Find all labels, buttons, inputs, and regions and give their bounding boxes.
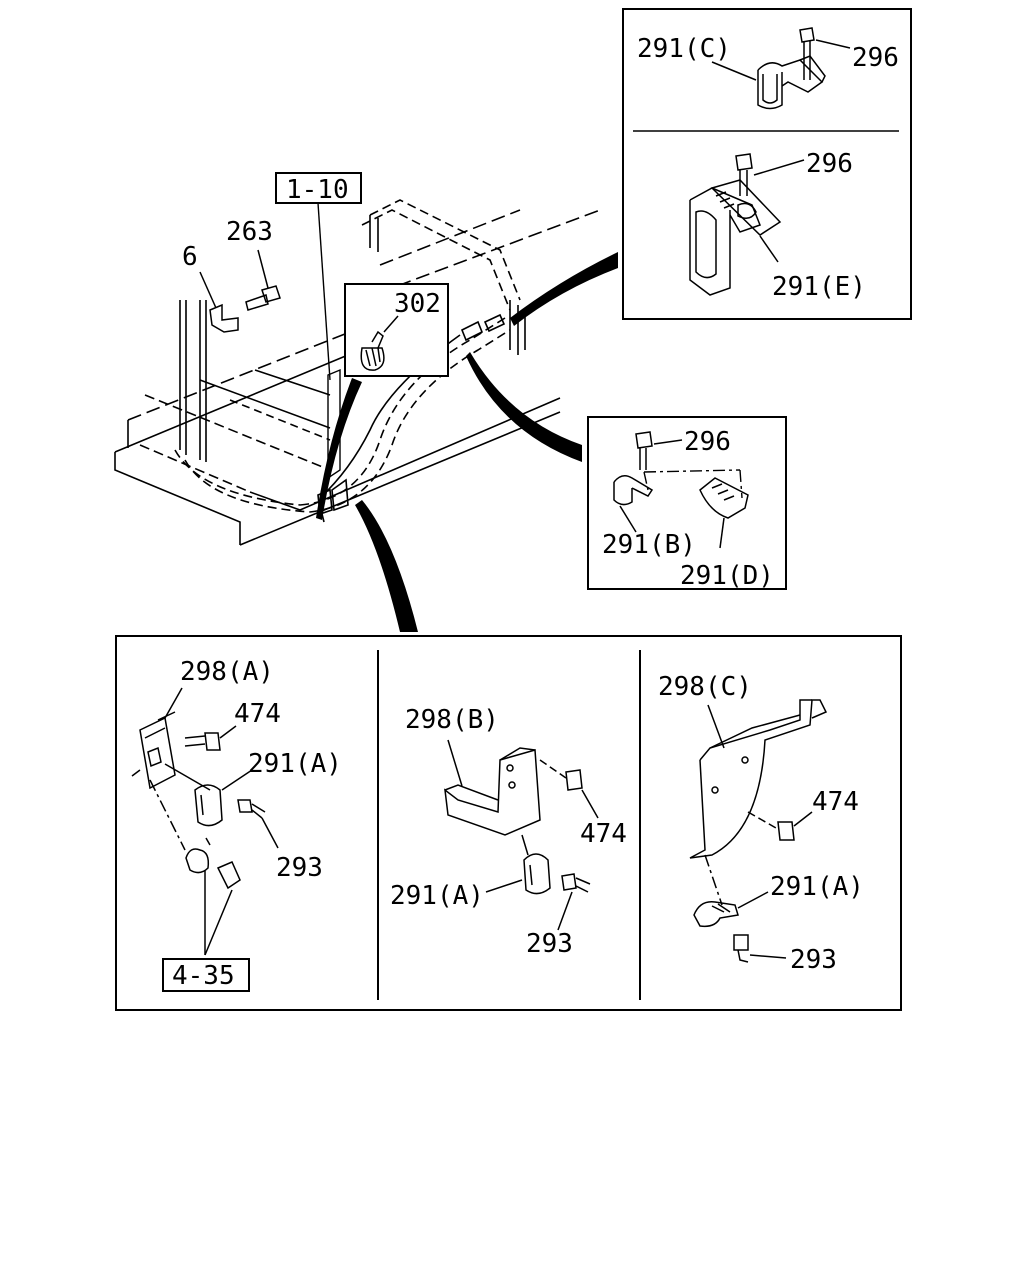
panel-298c [689,699,828,963]
label-4-35: 4-35 [172,961,235,991]
label-291e: 291(E) [772,272,866,302]
label-296-b: 296 [684,427,731,457]
part-296-bolt-top [799,27,851,80]
inset-291b-291d [587,416,787,590]
panel-298a [131,687,279,956]
part-302-clamp [360,315,399,371]
leader-wedges [316,252,618,632]
label-296-mid: 296 [806,149,853,179]
label-1-10: 1-10 [286,175,349,205]
part-291d-clip [699,477,749,549]
label-298b: 298(B) [405,705,499,735]
part-291e-clip [689,179,782,296]
inset-bottom [115,635,902,1011]
label-302: 302 [394,289,441,319]
part-296-bolt-mid [735,153,805,196]
part-291b-clip [613,475,654,533]
label-293-a: 293 [276,853,323,883]
label-296-top: 296 [852,43,899,73]
part-296-bolt-b [635,431,683,470]
label-291b: 291(B) [602,530,696,560]
label-293-c: 293 [790,945,837,975]
label-291a-c: 291(A) [770,872,864,902]
label-298a: 298(A) [180,657,274,687]
label-293-b: 293 [526,929,573,959]
label-474-a: 474 [234,699,281,729]
label-263: 263 [226,217,273,247]
label-291a-a: 291(A) [248,749,342,779]
label-474-b: 474 [580,819,627,849]
ref-box-4-35 [162,958,250,992]
label-298c: 298(C) [658,672,752,702]
part-291c-clip [711,55,826,110]
label-291c: 291(C) [637,34,731,64]
label-6: 6 [182,242,198,272]
label-291a-b: 291(A) [390,881,484,911]
inset-291c-291e [622,8,912,320]
label-291d: 291(D) [680,561,774,591]
panel-298b [444,739,599,931]
part-6-clip [199,271,239,333]
part-263-bolt [245,249,281,311]
label-474-c: 474 [812,787,859,817]
